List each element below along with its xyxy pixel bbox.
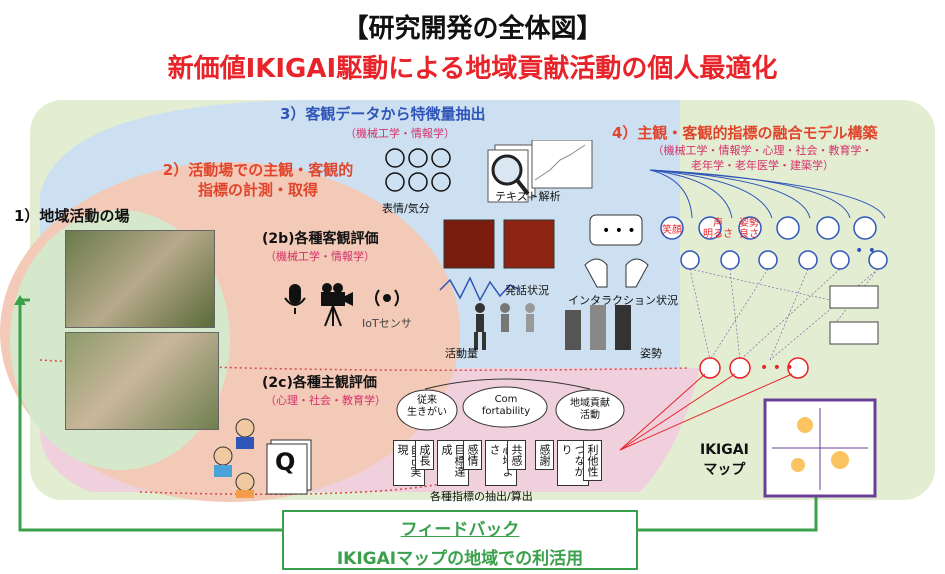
section-4-label: 4）主観・客観的指標の融合モデル構築 <box>612 124 878 142</box>
activity-photo-2 <box>65 332 219 430</box>
text-analysis-label: テキスト解析 <box>495 190 561 203</box>
feature-extraction-visuals: • • • <box>385 140 649 350</box>
head-icon <box>584 258 608 288</box>
concept-traditional-ikigai: 従来生きがい <box>407 395 447 418</box>
posture-people-icon <box>565 305 631 350</box>
network-node <box>660 216 684 240</box>
concept-community-contribution: 地域貢献活動 <box>570 398 610 421</box>
indicators-caption: 各種指標の抽出/算出 <box>430 490 533 503</box>
posture-label: 姿勢 <box>640 347 662 360</box>
document-icon <box>266 443 308 495</box>
indicator-chip: 共感 <box>507 440 526 470</box>
feedback-loop-line <box>18 300 818 532</box>
microphone-icon <box>284 284 306 314</box>
concept-ellipse <box>555 389 625 431</box>
indicator-chip: 成長 <box>415 440 434 470</box>
page-subtitle: 新価値IKIGAI駆動による地域貢献活動の個人最適化 <box>167 54 778 84</box>
feedback-subtitle: IKIGAIマップの地域での利活用 <box>336 549 584 569</box>
network-node <box>853 216 877 240</box>
iot-sensor-label: IoTセンサ <box>362 317 412 330</box>
node-voice-label: 声明るさ <box>703 218 733 240</box>
output-node <box>699 357 721 379</box>
objective-eval-fields: （機械工学・情報学） <box>265 250 375 263</box>
feedback-title: フィードバック <box>400 520 520 540</box>
network-node <box>798 250 818 270</box>
waveform-icon <box>439 276 521 302</box>
node-posture-label: 姿勢良さ <box>739 218 759 240</box>
network-node <box>738 216 762 240</box>
svg-text:• •: • • <box>855 243 876 259</box>
svg-text:• • •: • • • <box>602 223 636 239</box>
emotion-faces-icon <box>385 148 451 192</box>
concept-ellipses <box>396 378 625 431</box>
network-node <box>698 216 722 240</box>
activity-photo-1 <box>65 230 215 328</box>
spectrogram-2 <box>503 219 555 269</box>
magnifier-icon <box>491 154 523 186</box>
feedback-box: フィードバック IKIGAIマップの地域での利活用 <box>282 510 638 570</box>
speech-bubble-icon <box>589 214 643 246</box>
indicator-chips: 自己実現 成長 目標達成 感情 心地よさ 共感 感謝 つながり 利他性 <box>393 440 623 486</box>
network-node <box>680 250 700 270</box>
person-icon <box>235 472 255 498</box>
page-title: 【研究開発の全体図】 <box>342 14 603 44</box>
indicator-chip: 感謝 <box>535 440 554 470</box>
subjective-eval-label: (2c)各種主観評価 <box>262 375 377 391</box>
indicator-chip: 目標達成 <box>437 440 469 486</box>
output-node <box>729 357 751 379</box>
indicator-chip: 感情 <box>463 440 482 470</box>
sensor-icons <box>284 283 399 327</box>
fusion-network: • • • • • <box>619 169 888 498</box>
hidden-layer-box <box>829 285 879 309</box>
section-3-fields: （機械工学・情報学） <box>345 127 455 140</box>
indicator-chip: 利他性 <box>583 440 602 481</box>
hidden-layer-box <box>829 321 879 345</box>
section-3-label: 3）客観データから特徴量抽出 <box>280 105 486 123</box>
interaction-label: インタラクション状況 <box>568 294 678 307</box>
speech-label: 発話状況 <box>505 284 549 297</box>
concept-ellipse <box>396 389 458 431</box>
node-smile-label: 笑顔 <box>662 225 682 236</box>
questionnaire-q: Q <box>275 448 296 476</box>
network-node <box>830 250 850 270</box>
activity-amount-label: 活動量 <box>445 347 478 360</box>
section-2-label: 2）活動場での主観・客観的 指標の計測・取得 <box>162 161 354 199</box>
video-camera-icon <box>321 283 353 327</box>
iot-sensor-icon <box>375 289 399 307</box>
head-icon <box>625 258 649 288</box>
person-icon <box>213 446 233 477</box>
network-node <box>720 250 740 270</box>
svg-text:• • •: • • • <box>760 360 794 376</box>
objective-eval-label: (2b)各種客観評価 <box>262 231 379 247</box>
concept-ellipse <box>462 386 548 428</box>
questionnaire-illustration <box>213 418 312 498</box>
text-analysis-plot <box>531 140 593 189</box>
walking-people-icon <box>474 303 535 350</box>
section-1-label: 1）地域活動の場 <box>14 207 130 225</box>
network-node <box>816 216 840 240</box>
output-node <box>787 357 809 379</box>
person-icon <box>235 418 255 449</box>
section-4-fields: （機械工学・情報学・心理・社会・教育学・ 老年学・老年医学・建築学） <box>652 144 873 172</box>
network-node <box>776 216 800 240</box>
network-node <box>758 250 778 270</box>
spectrogram-1 <box>443 219 495 269</box>
subjective-eval-fields: （心理・社会・教育学） <box>265 394 386 407</box>
emotion-label: 表情/気分 <box>382 202 430 215</box>
